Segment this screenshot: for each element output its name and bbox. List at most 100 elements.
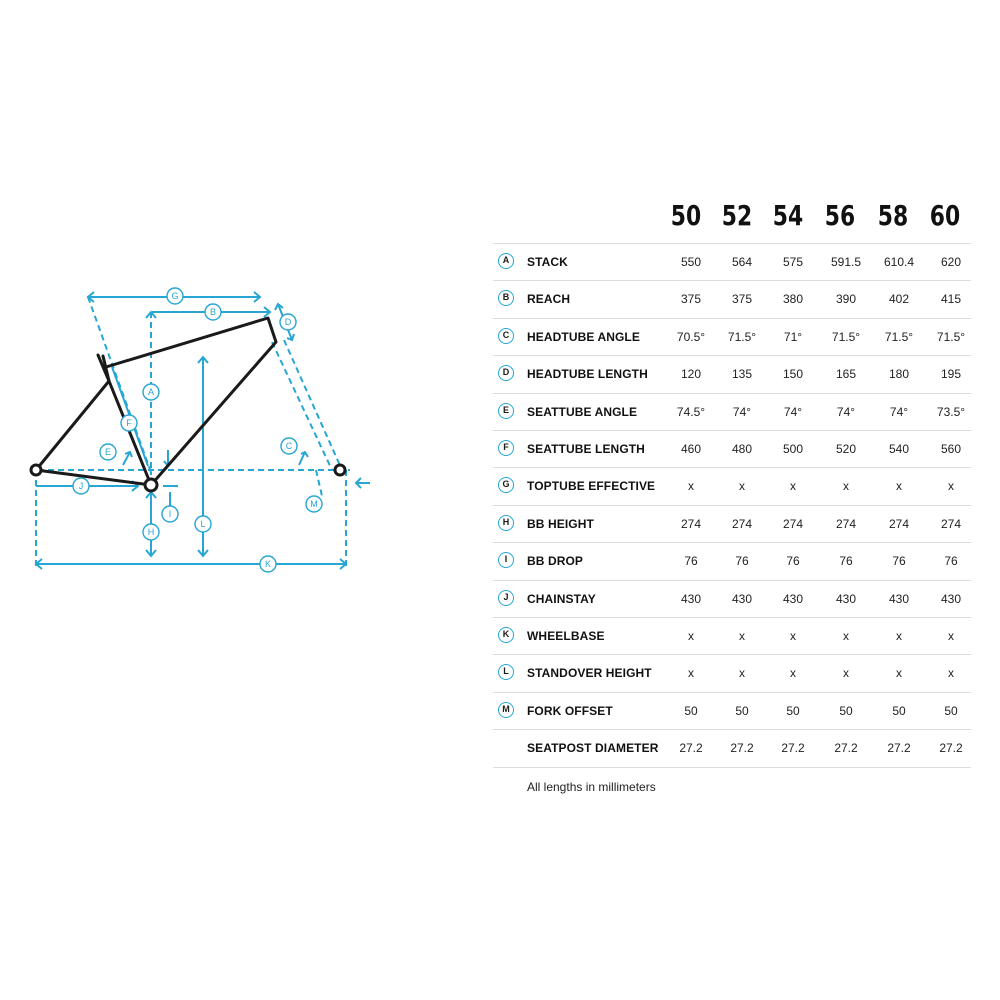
table-cell: 430 [680,591,702,606]
table-cell: 71° [783,329,803,344]
dim-a-arrow [145,310,157,319]
table-cell: 50 [892,703,906,718]
dim-c-arrowhead [300,450,309,458]
table-cell: x [843,629,849,643]
table-cell: x [688,629,694,643]
badge-c: C [280,437,298,455]
svg-text:L: L [200,519,205,529]
table-cell: 27.2 [781,741,805,756]
row-badge: K [498,627,514,643]
seatstay-chainstay [34,353,153,487]
table-cell: 390 [835,292,857,307]
svg-text:H: H [148,527,155,537]
table-cell: 74° [889,404,909,419]
row-label: STACK [527,255,568,269]
size-56: 56 [824,199,856,232]
table-cell: 50 [944,703,958,718]
bike-frame [34,316,278,487]
table-cell: 402 [888,292,910,307]
table-cell: 76 [735,554,749,569]
table-cell: 430 [782,591,804,606]
badge-g: G [166,287,184,305]
badge-m: M [305,495,323,513]
table-cell: 50 [786,703,800,718]
size-52: 52 [721,199,753,232]
table-cell: 274 [782,516,804,531]
dim-d-arrow-bottom [286,333,295,342]
row-badge: A [498,253,514,269]
table-cell: 27.2 [887,741,911,756]
table-cell: 274 [835,516,857,531]
table-cell: x [688,666,694,681]
row-badge: E [498,402,514,419]
svg-text:I: I [169,509,172,519]
svg-text:E: E [105,447,111,457]
table-cell: 591.5 [830,255,862,269]
row-badge: L [498,664,514,681]
table-cell: 135 [731,367,753,382]
table-cell: x [739,479,745,494]
svg-text:A: A [148,387,154,397]
dim-c-arrow [298,451,306,466]
table-cell: x [896,479,902,494]
table-cell: 375 [680,292,702,307]
svg-text:J: J [79,481,84,491]
svg-text:B: B [210,307,216,317]
size-60: 60 [929,199,961,232]
size-header-row: 50 52 54 56 58 60 [493,197,971,241]
row-label: REACH [527,292,571,307]
table-cell: 74.5° [676,404,706,419]
table-cell: 560 [940,442,962,456]
row-label: SEATTUBE ANGLE [527,404,638,419]
svg-text:D: D [285,317,292,327]
table-cell: 165 [835,367,857,382]
badge-e: E [99,443,117,461]
table-cell: 430 [888,591,910,606]
dim-e-arrowhead [124,450,133,458]
size-50: 50 [670,199,702,232]
table-cell: x [790,666,796,681]
table-cell: 71.5° [831,329,861,344]
seat-tube [107,379,153,487]
table-cell: 50 [684,703,698,718]
badge-l: L [194,515,212,533]
table-cell: 274 [680,516,702,531]
badge-d: D [279,313,297,331]
table-cell: x [688,479,694,494]
table-cell: 415 [940,292,962,307]
row-label: HEADTUBE ANGLE [527,329,640,344]
table-cell: 460 [680,442,702,456]
row-label: STANDOVER HEIGHT [527,666,652,681]
bottom-bracket [143,477,159,493]
badge-b: B [204,303,222,321]
table-cell: 620 [940,255,962,269]
table-cell: 150 [782,367,804,382]
row-badge: I [498,552,514,569]
table-cell: x [739,629,745,643]
top-head-down-tube [104,316,278,487]
table-cell: 480 [731,442,753,456]
row-label: HEADTUBE LENGTH [527,367,648,382]
table-cell: 27.2 [939,741,963,756]
dim-m-arrow [354,477,362,489]
row-label: TOPTUBE EFFECTIVE [527,479,656,494]
table-cell: 73.5° [936,404,966,419]
row-label: CHAINSTAY [527,591,596,606]
table-cell: 71.5° [884,329,914,344]
table-cell: 195 [940,367,962,382]
table-cell: x [790,479,796,494]
badge-h: H [142,523,160,541]
table-cell: 375 [731,292,753,307]
row-badge: C [498,327,514,344]
table-cell: 76 [839,554,853,569]
table-cell: x [739,666,745,681]
dim-k-arrow-left [34,558,43,570]
table-cell: 74° [783,404,803,419]
table-cell: 50 [735,703,749,718]
table-cell: 50 [839,703,853,718]
table-cell: x [790,629,796,643]
